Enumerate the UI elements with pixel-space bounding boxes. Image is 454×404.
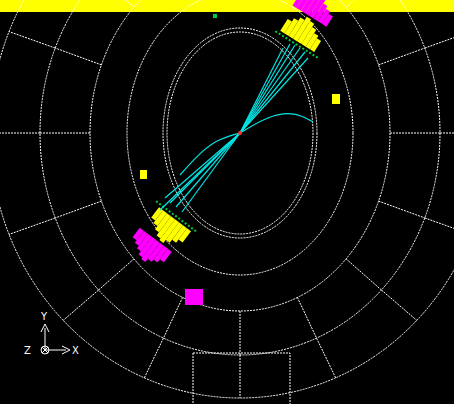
calorimeter-towers: [123, 0, 347, 275]
axis-label: X: [72, 346, 79, 356]
axis-symbol: [41, 324, 70, 354]
bottom-module: [193, 353, 290, 404]
muon-hit: [185, 289, 203, 305]
top-bar: [0, 0, 454, 12]
vertex: [238, 131, 242, 135]
tracks: [160, 44, 313, 212]
axis-label: Z: [24, 346, 31, 356]
axis-label: Y: [41, 312, 47, 322]
